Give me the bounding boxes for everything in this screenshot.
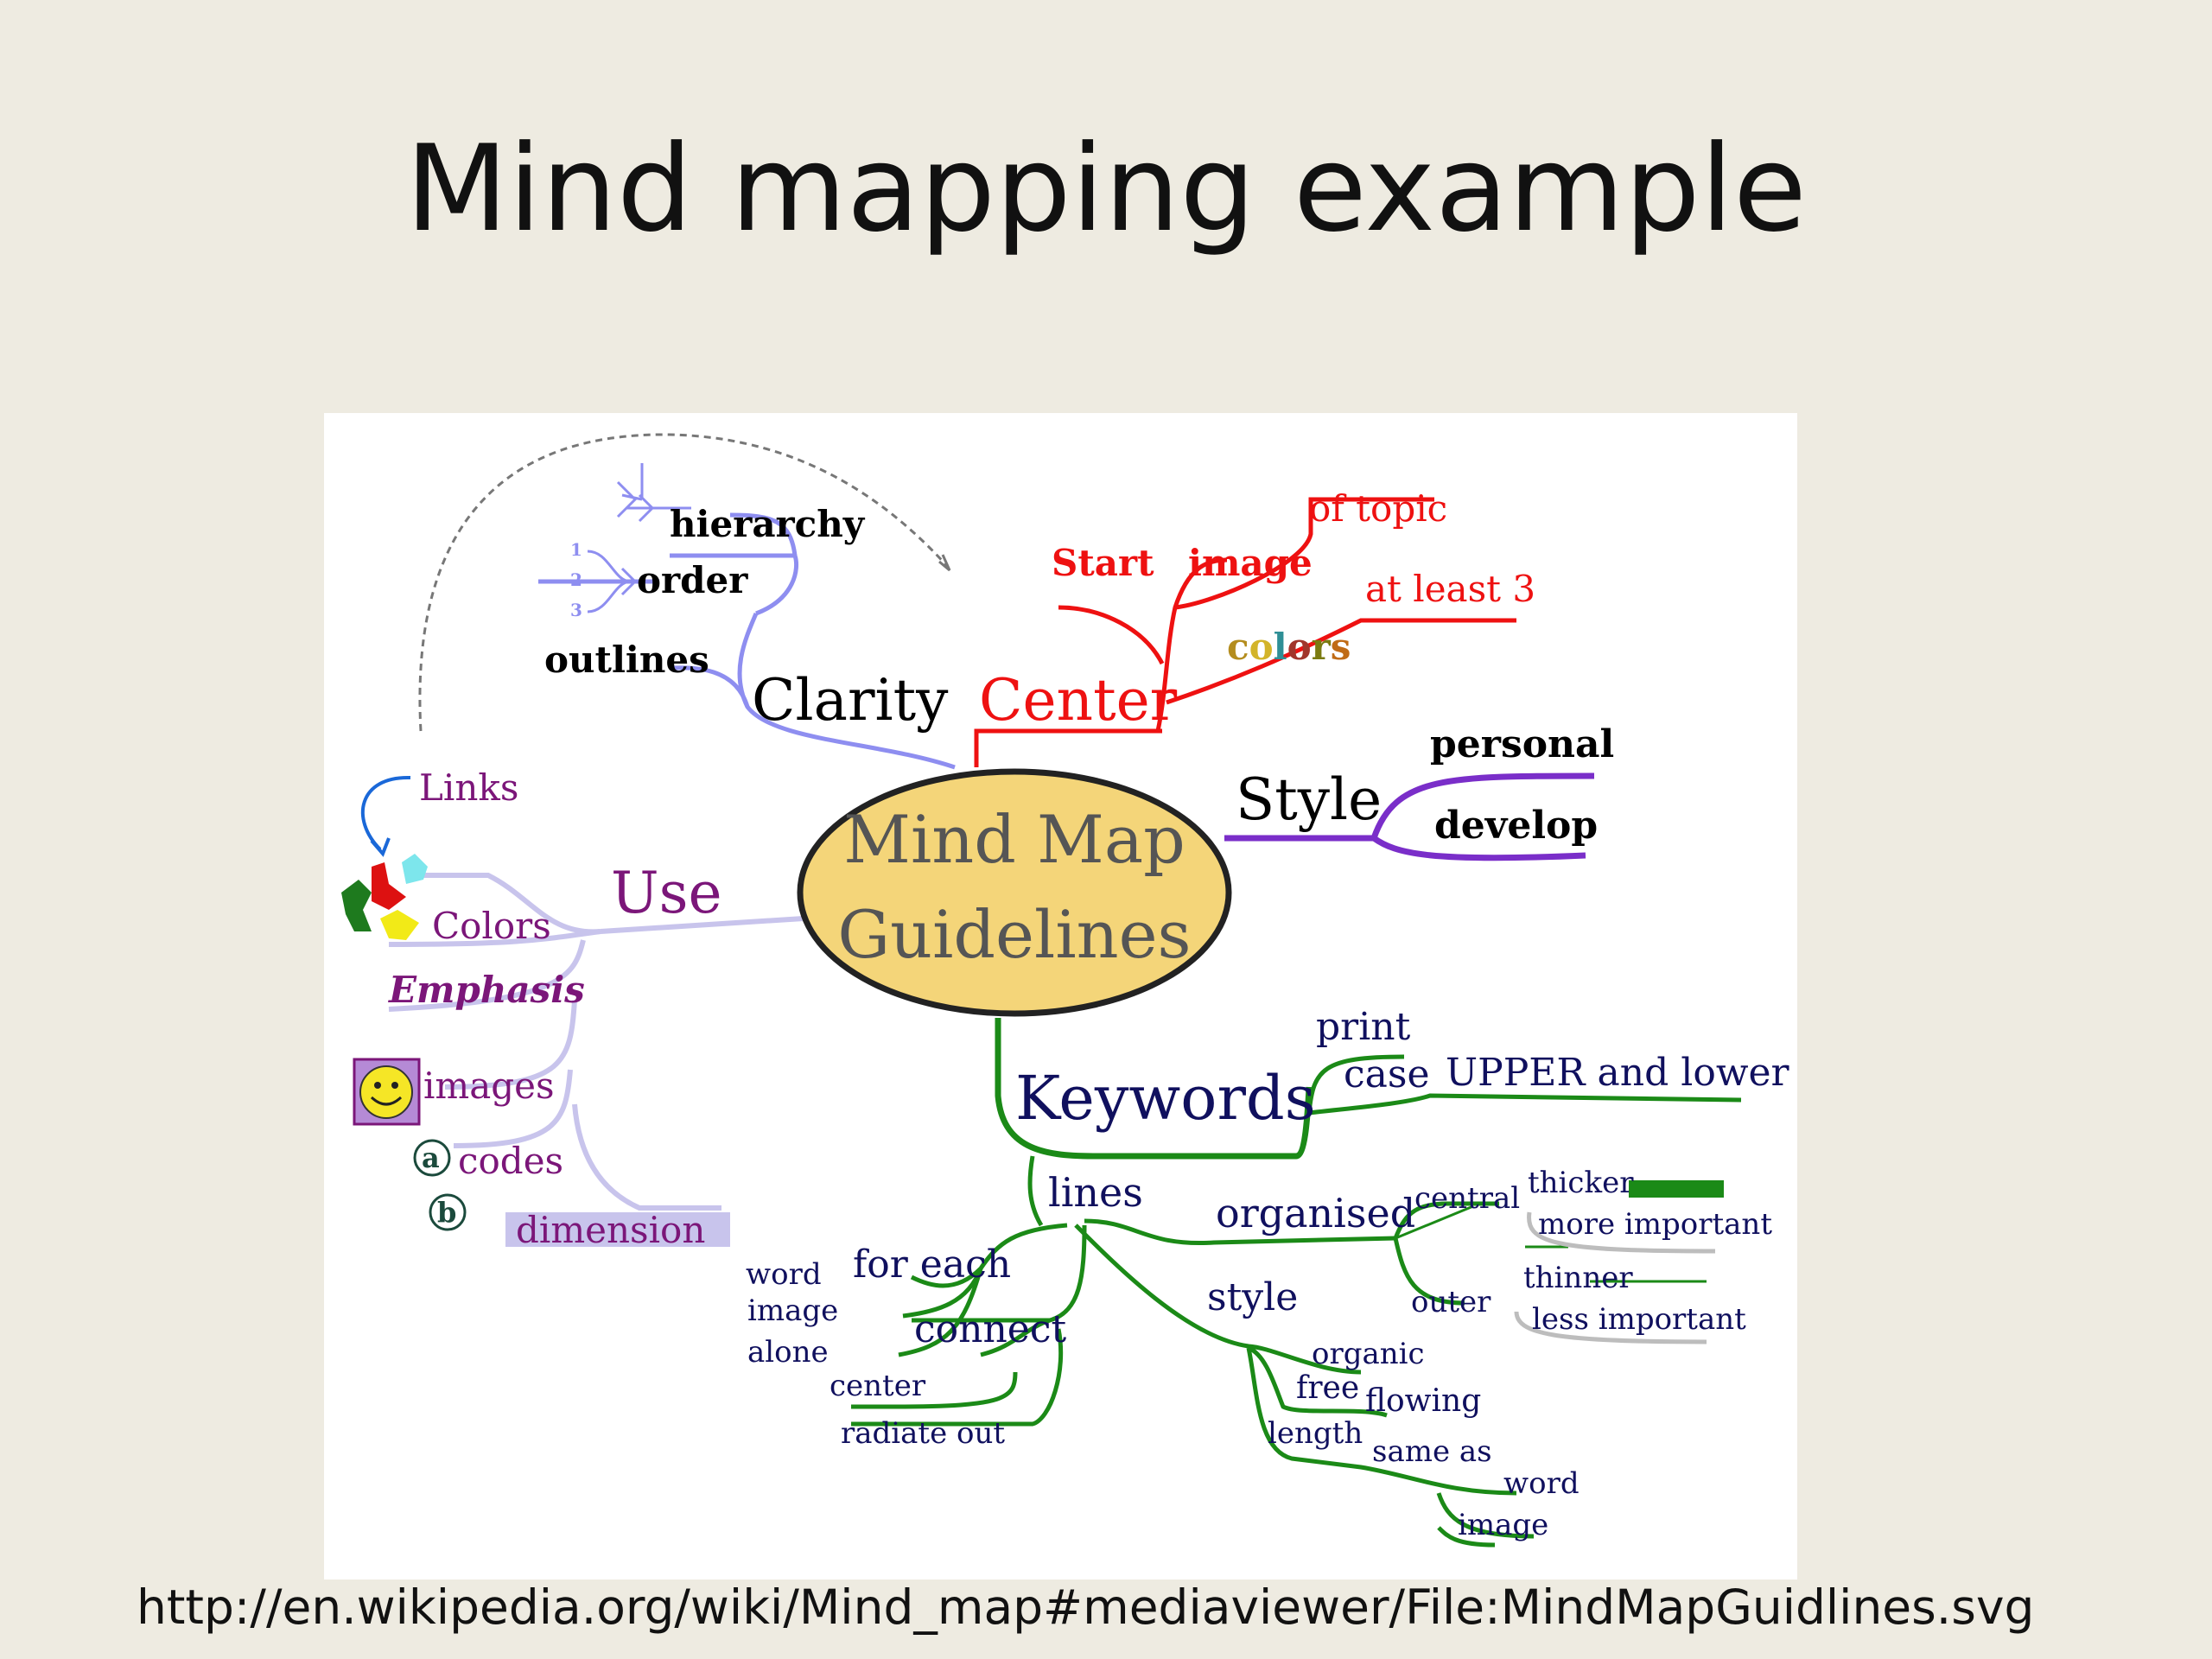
start-label: Start [1052, 542, 1154, 584]
link-arrowhead [938, 554, 951, 572]
organised-label: organised [1216, 1190, 1415, 1236]
emphasis-label: Emphasis [388, 969, 585, 1011]
more-important-label: more important [1538, 1207, 1772, 1242]
flowing-label: flowing [1365, 1383, 1481, 1419]
keywords-sub-lines [851, 1054, 1742, 1548]
center-topic-line1: Mind Map [843, 801, 1185, 878]
order-label: order [637, 559, 748, 601]
case-label: case [1344, 1052, 1430, 1096]
develop-label: develop [1434, 804, 1598, 848]
thicker-line-sample [1629, 1180, 1724, 1198]
center-lines-label: center [830, 1369, 926, 1403]
center-branch-lines [974, 497, 1516, 767]
center-branch-label: Center [979, 667, 1178, 734]
svg-text:b: b [437, 1196, 456, 1229]
radiate-out-label: radiate out [841, 1416, 1005, 1451]
order-num-2: 2 [570, 569, 582, 590]
grey-lines [1514, 1211, 1716, 1344]
word2-label: word [1503, 1466, 1580, 1501]
image-label: image [1188, 542, 1313, 584]
thicker-label: thicker [1528, 1166, 1634, 1200]
for-each-label: for each [853, 1243, 1011, 1287]
thinner-label: thinner [1523, 1261, 1633, 1295]
colors-splash-icon [341, 854, 428, 940]
less-important-label: less important [1532, 1302, 1746, 1337]
alone-label: alone [747, 1335, 829, 1370]
svg-text:a: a [422, 1141, 440, 1174]
slide-title: Mind mapping example [405, 119, 1807, 258]
links-label: Links [419, 766, 518, 809]
outlines-label: outlines [544, 639, 709, 681]
center-topic-line2: Guidelines [837, 896, 1191, 973]
of-topic-label: of topic [1309, 487, 1447, 530]
smiley-icon [353, 1058, 421, 1126]
use-label: Use [611, 860, 722, 926]
dimension-box [505, 1212, 730, 1247]
central-ellipse [797, 768, 1232, 1017]
codes-label: codes [458, 1140, 563, 1182]
links-arrow-icon [360, 775, 411, 857]
free-label: free [1296, 1370, 1359, 1406]
mind-map-image: 1 2 3 Clarity hierarchy order outlines C… [324, 413, 1797, 1580]
length-label: length [1268, 1416, 1363, 1451]
connect-label: connect [914, 1307, 1066, 1351]
clarity-branch-lines [538, 512, 956, 770]
code-a-icon: a [413, 1139, 451, 1177]
images-label: images [423, 1065, 555, 1107]
print-label: print [1316, 1005, 1411, 1049]
code-b-icon: b [429, 1193, 467, 1231]
order-icon [587, 550, 638, 613]
clarity-label: Clarity [752, 667, 949, 734]
central-label: central [1414, 1181, 1520, 1216]
upper-lower-label: UPPER and lower [1446, 1051, 1790, 1095]
style-branch-label: Style [1236, 766, 1382, 833]
lines-label: lines [1048, 1169, 1143, 1216]
keywords-branch-lines [995, 1018, 1313, 1160]
use-branch-lines [388, 873, 804, 1211]
image-lines-label: image [747, 1294, 838, 1328]
link-dashed-curve [418, 433, 950, 732]
outer-label: outer [1411, 1285, 1491, 1319]
at-least-3-label: at least 3 [1365, 568, 1535, 610]
personal-label: personal [1430, 722, 1614, 766]
colors-use-label: Colors [432, 905, 551, 947]
style-lines-label: style [1207, 1275, 1298, 1319]
colors-label: colors [1227, 626, 1351, 668]
central-thin-lines [1395, 1205, 1568, 1249]
source-url: http://en.wikipedia.org/wiki/Mind_map#me… [137, 1580, 2035, 1635]
order-num-3: 3 [570, 600, 582, 620]
dimension-label: dimension [516, 1209, 705, 1251]
hierarchy-label: hierarchy [670, 503, 866, 545]
image2-label: image [1458, 1508, 1548, 1542]
organic-label: organic [1312, 1337, 1425, 1371]
style-branch-lines [1224, 772, 1595, 861]
word-label: word [746, 1257, 822, 1292]
same-as-label: same as [1372, 1434, 1492, 1469]
keywords-label: Keywords [1015, 1063, 1316, 1134]
mind-map-svg: 1 2 3 Clarity hierarchy order outlines C… [341, 433, 1790, 1548]
hierarchy-icon [616, 463, 691, 523]
order-num-1: 1 [570, 539, 582, 560]
